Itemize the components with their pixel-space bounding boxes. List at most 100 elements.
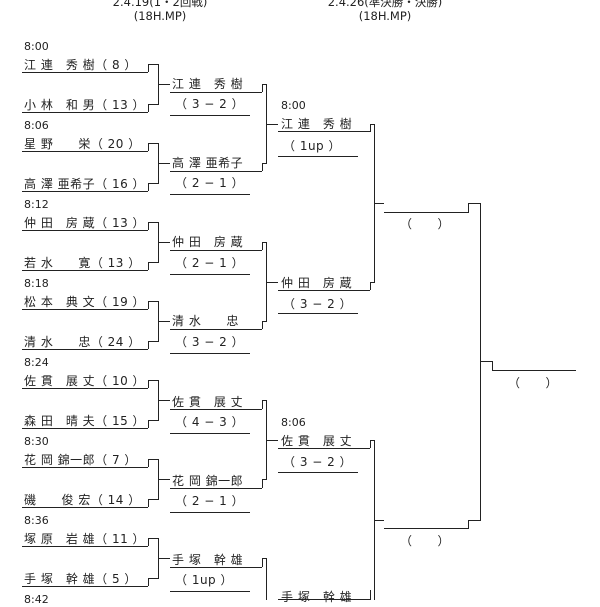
bracket-line — [278, 313, 358, 314]
match-time: 8:06 — [24, 119, 49, 132]
round2-date: 2.4.26(準決勝・決勝) — [327, 0, 443, 9]
bracket-line — [148, 183, 158, 184]
bracket-line — [148, 222, 149, 230]
bracket-line — [170, 250, 262, 251]
bracket-line — [148, 459, 158, 460]
match-score: （ 1up ） — [175, 573, 233, 587]
bracket-line — [370, 124, 371, 132]
match-score: （ 3 − 2 ） — [175, 97, 245, 111]
match-score: （ 3 − 2 ） — [283, 455, 353, 469]
match-time: 8:00 — [281, 99, 306, 112]
bracket-line — [480, 361, 492, 362]
bracket-line — [148, 499, 149, 507]
player-entry: 高 澤 亜希子（ 16 ） — [24, 177, 146, 191]
bracket-line — [262, 558, 263, 567]
bracket-line — [22, 349, 148, 350]
bracket-line — [370, 440, 374, 441]
bracket-line — [22, 72, 148, 73]
bracket-line — [374, 203, 384, 204]
player-entry: 星 野 栄（ 20 ） — [24, 137, 141, 151]
bracket-line — [278, 448, 370, 449]
match-time: 8:12 — [24, 198, 49, 211]
bracket-line — [148, 104, 149, 112]
bracket-line — [262, 242, 263, 250]
bracket-line — [262, 163, 263, 171]
bracket-line — [170, 171, 262, 172]
match-score: （ 3 − 2 ） — [283, 297, 353, 311]
bracket-line — [148, 301, 158, 302]
match-time: 8:30 — [24, 435, 49, 448]
bracket-line — [170, 488, 262, 489]
bracket-line — [170, 512, 250, 513]
match-score: （ 1up ） — [283, 139, 341, 153]
bracket-line — [148, 538, 149, 546]
winner-name: 佐 貫 展 丈 — [172, 395, 244, 409]
bracket-line — [262, 558, 266, 559]
player-entry: 小 林 和 男（ 13 ） — [24, 98, 146, 112]
bracket-line — [492, 370, 576, 371]
bracket-line — [370, 440, 371, 448]
bracket-line — [480, 203, 481, 521]
winner-name: 江 連 秀 樹 — [281, 117, 353, 131]
bracket-line — [468, 520, 469, 529]
bracket-line — [158, 84, 170, 85]
bracket-line — [262, 321, 263, 329]
bracket-line — [262, 242, 266, 243]
player-entry: 森 田 晴 夫（ 15 ） — [24, 414, 146, 428]
bracket-line — [22, 191, 148, 192]
bracket-line — [262, 84, 263, 92]
bracket-line — [278, 290, 370, 291]
bracket-line — [370, 124, 374, 125]
bracket-line — [22, 309, 148, 310]
bracket-line — [266, 124, 278, 125]
bracket-line — [468, 203, 469, 213]
match-time: 8:36 — [24, 514, 49, 527]
bracket-line — [262, 163, 266, 164]
winner-name: 高 澤 亜希子 — [172, 156, 244, 170]
player-entry: 磯 俊 宏（ 14 ） — [24, 493, 141, 507]
bracket-line — [22, 112, 148, 113]
bracket-line — [384, 528, 468, 529]
bracket-line — [262, 400, 266, 401]
match-time: 8:06 — [281, 416, 306, 429]
bracket-line — [170, 115, 250, 116]
bracket-line — [148, 380, 149, 388]
bracket-line — [148, 262, 149, 270]
bracket-line — [158, 400, 170, 401]
bracket-line — [158, 558, 170, 559]
bracket-line — [148, 64, 149, 72]
bracket-line — [170, 329, 262, 330]
bracket-line — [148, 459, 149, 467]
match-score: （ 2 − 1 ） — [175, 494, 245, 508]
bracket-line — [158, 321, 170, 322]
bracket-line — [22, 428, 148, 429]
match-score: （ 3 − 2 ） — [175, 335, 245, 349]
bracket-line — [492, 361, 493, 371]
bracket-line — [148, 380, 158, 381]
bracket-line — [148, 262, 158, 263]
bracket-line — [148, 499, 158, 500]
bracket-line — [170, 194, 250, 195]
bracket-line — [22, 230, 148, 231]
bracket-line — [170, 433, 250, 434]
bracket-line — [22, 388, 148, 389]
bracket-line — [170, 409, 262, 410]
winner-name: 佐 貫 展 丈 — [281, 434, 353, 448]
bracket-line — [170, 591, 250, 592]
bracket-line — [266, 558, 267, 600]
bracket-line — [22, 586, 148, 587]
bracket-line — [22, 151, 148, 152]
bracket-line — [262, 400, 263, 409]
bracket-line — [266, 440, 278, 441]
bracket-line — [148, 104, 158, 105]
bracket-line — [148, 301, 149, 309]
player-entry: 仲 田 房 蔵（ 13 ） — [24, 216, 146, 230]
bracket-line — [262, 84, 266, 85]
bracket-line — [170, 92, 262, 93]
round1-format: (18H.MP) — [133, 9, 187, 23]
bracket-line — [262, 321, 266, 322]
bracket-line — [266, 282, 278, 283]
bracket-line — [370, 282, 371, 290]
bracket-line — [22, 507, 148, 508]
bracket-line — [148, 64, 158, 65]
